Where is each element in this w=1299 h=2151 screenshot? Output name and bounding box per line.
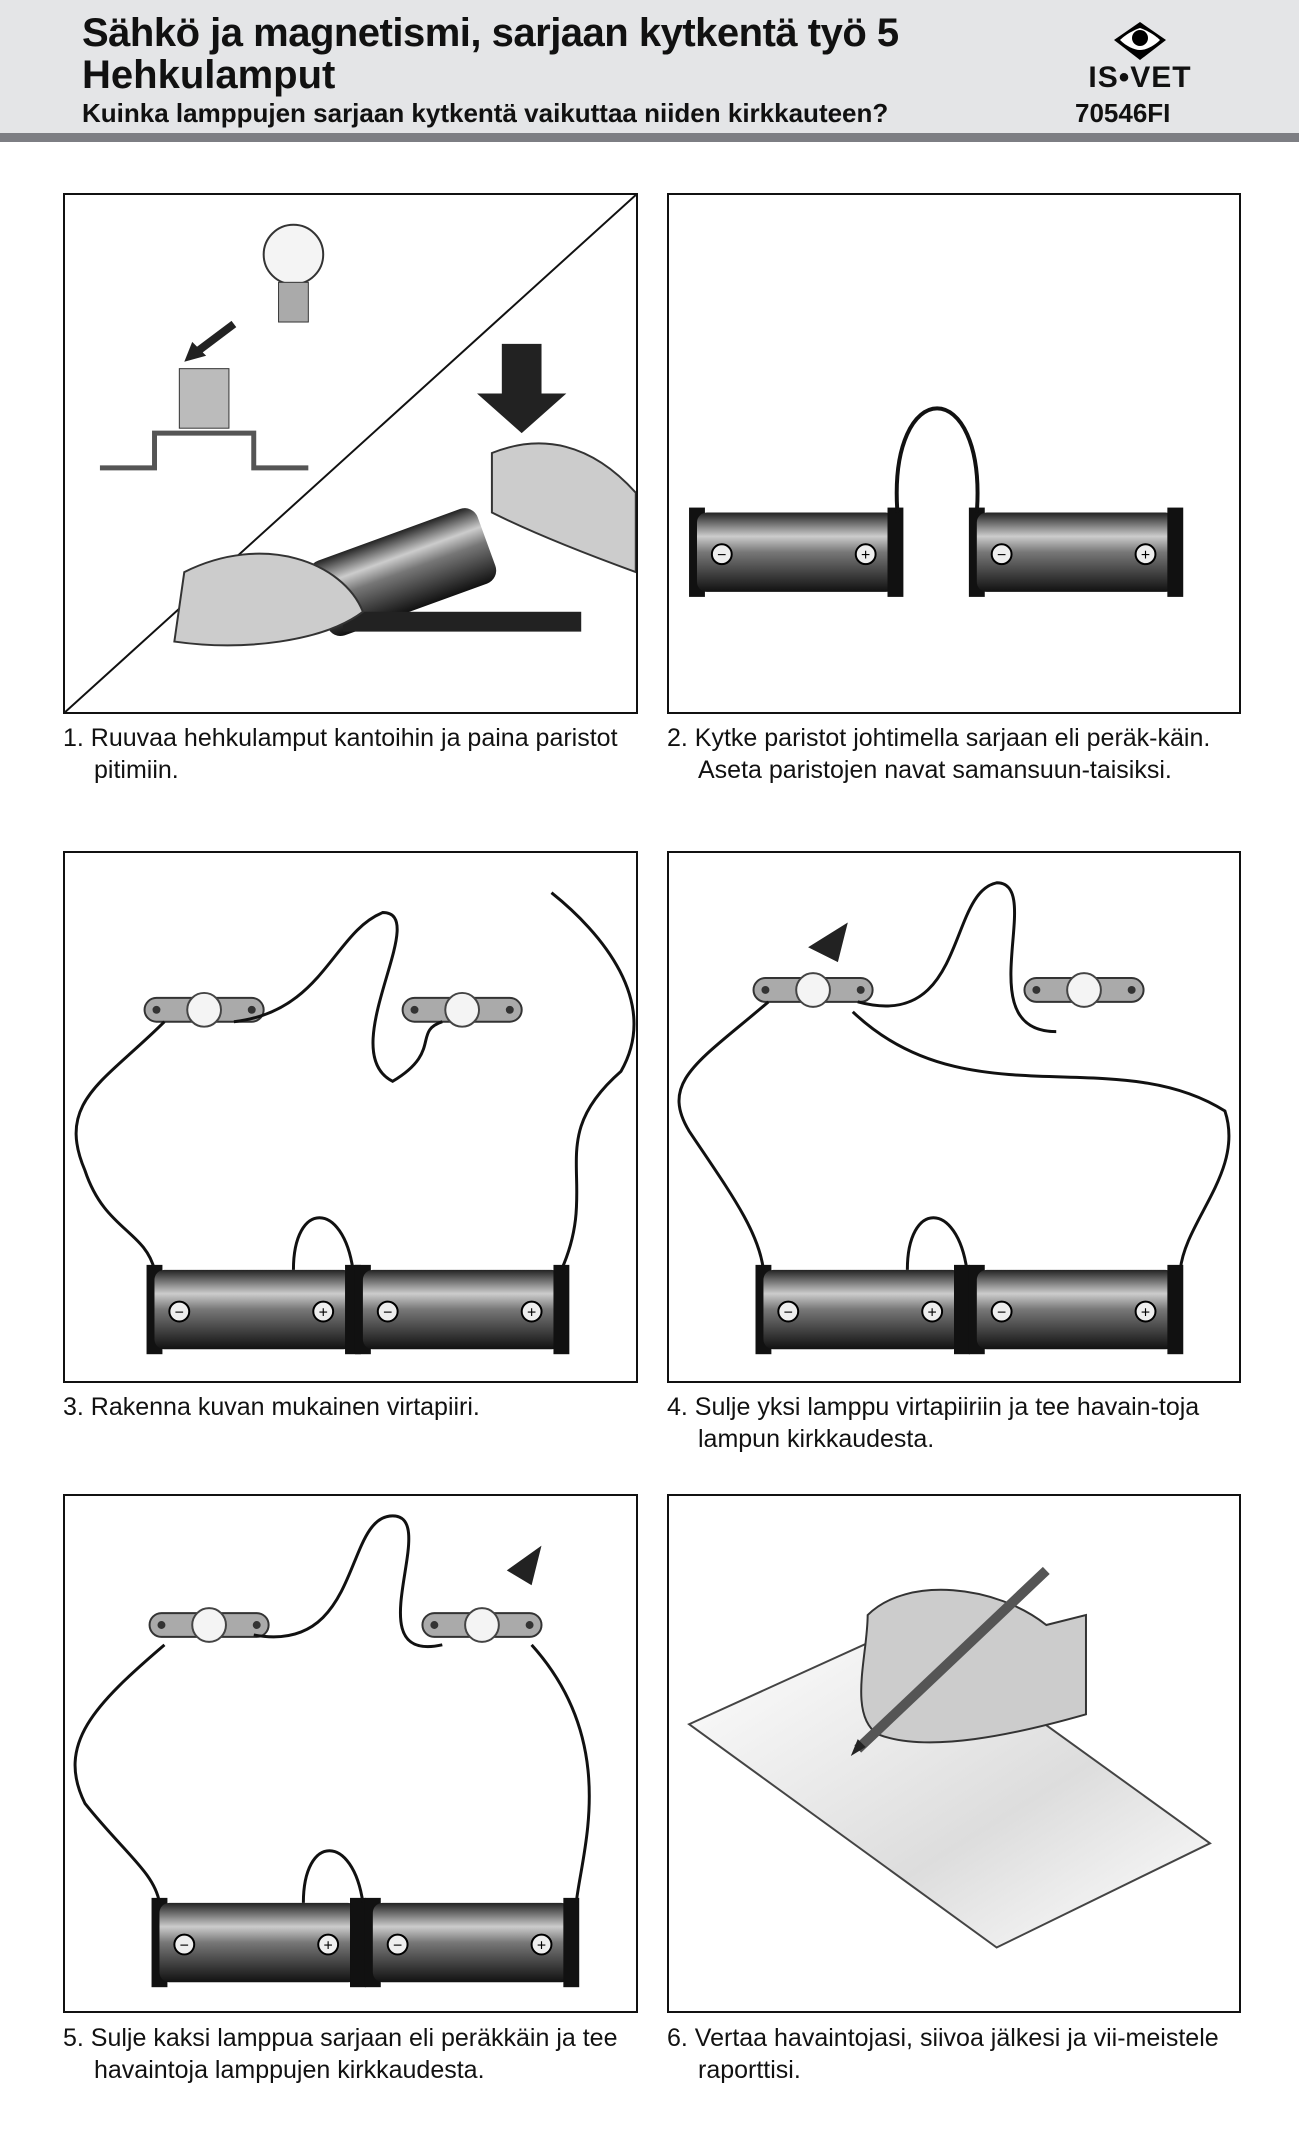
step-3-caption: 3. Rakenna kuvan mukainen virtapiiri. — [63, 1393, 480, 1421]
two-lamps-series-image — [73, 1514, 591, 1989]
page-question: Kuinka lamppujen sarjaan kytkentä vaikut… — [82, 98, 889, 128]
step-2-caption: 2. Kytke paristot johtimella sarjaan eli… — [667, 724, 1211, 784]
step-3-illustration — [63, 851, 638, 1383]
step-1-caption: 1. Ruuvaa hehkulamput kantoihin ja paina… — [63, 724, 618, 784]
one-lamp-circuit-image — [677, 881, 1231, 1356]
isvet-logo: IS•VET — [1050, 20, 1230, 94]
step-5-caption: 5. Sulje kaksi lamppua sarjaan eli peräk… — [63, 2024, 618, 2084]
batteries-in-series-image — [688, 406, 1185, 598]
page-subtitle: Hehkulamput — [82, 53, 336, 97]
step-6-caption: 6. Vertaa havaintojasi, siivoa jälkesi j… — [667, 2024, 1219, 2084]
circuit-open-image — [74, 891, 636, 1356]
header-divider — [0, 133, 1299, 142]
step-2-illustration — [667, 193, 1241, 714]
step-4-caption: 4. Sulje yksi lamppu virtapiiriin ja tee… — [667, 1393, 1200, 1453]
logo-text: IS•VET — [1088, 61, 1192, 94]
header: Sähkö ja magnetismi, sarjaan kytkentä ty… — [0, 0, 1299, 133]
writing-report-image — [687, 1566, 1212, 1949]
page-title: Sähkö ja magnetismi, sarjaan kytkentä ty… — [82, 11, 899, 55]
eye-icon — [1114, 22, 1166, 60]
step-5-illustration — [63, 1494, 638, 2013]
product-code: 70546FI — [1075, 98, 1171, 128]
step-6-illustration — [667, 1494, 1241, 2013]
step-4-illustration — [667, 851, 1241, 1383]
step-1-illustration — [63, 193, 638, 714]
insert-bulb-battery-image — [65, 195, 636, 712]
